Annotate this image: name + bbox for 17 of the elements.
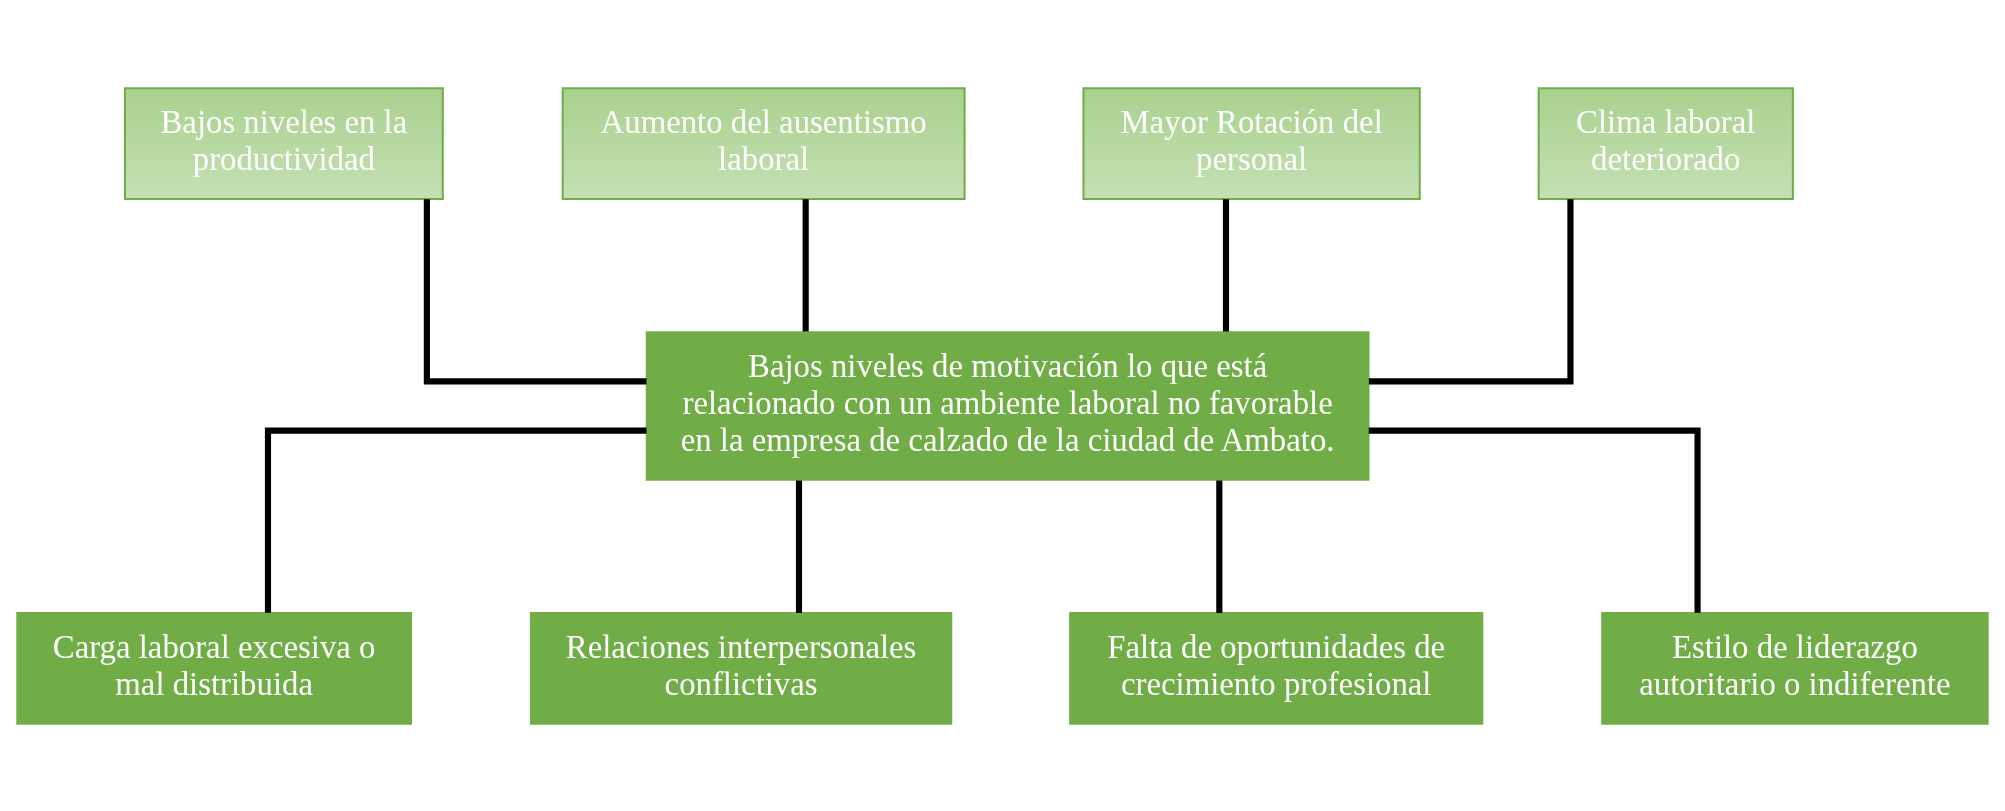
connector [1368,198,1574,384]
connector [1216,480,1223,613]
connector [795,480,803,613]
node-box: Bajos niveles de motivación lo que está relacionado con un ambiente laboral no favorable en la empresa de calzado de la ciudad de Ambato. [645,330,1370,481]
connector [423,198,647,384]
connector [264,427,647,613]
node-box: Clima laboral deteriorado [1537,86,1794,200]
connector [802,198,809,331]
node-box: Aumento del ausentismo laboral [561,86,966,200]
node-box: Falta de oportunidades de crecimiento profesional [1069,611,1484,725]
node-box: Estilo de liderazgo autoritario o indiferente [1601,611,1989,725]
connector [1368,427,1701,613]
node-box: Mayor Rotación del personal [1082,86,1421,200]
connector [1222,198,1230,331]
node-box: Bajos niveles en la productividad [123,86,444,200]
node-box: Carga laboral excesiva o mal distribuida [16,611,412,725]
node-box: Relaciones interpersonales conflictivas [529,611,953,725]
